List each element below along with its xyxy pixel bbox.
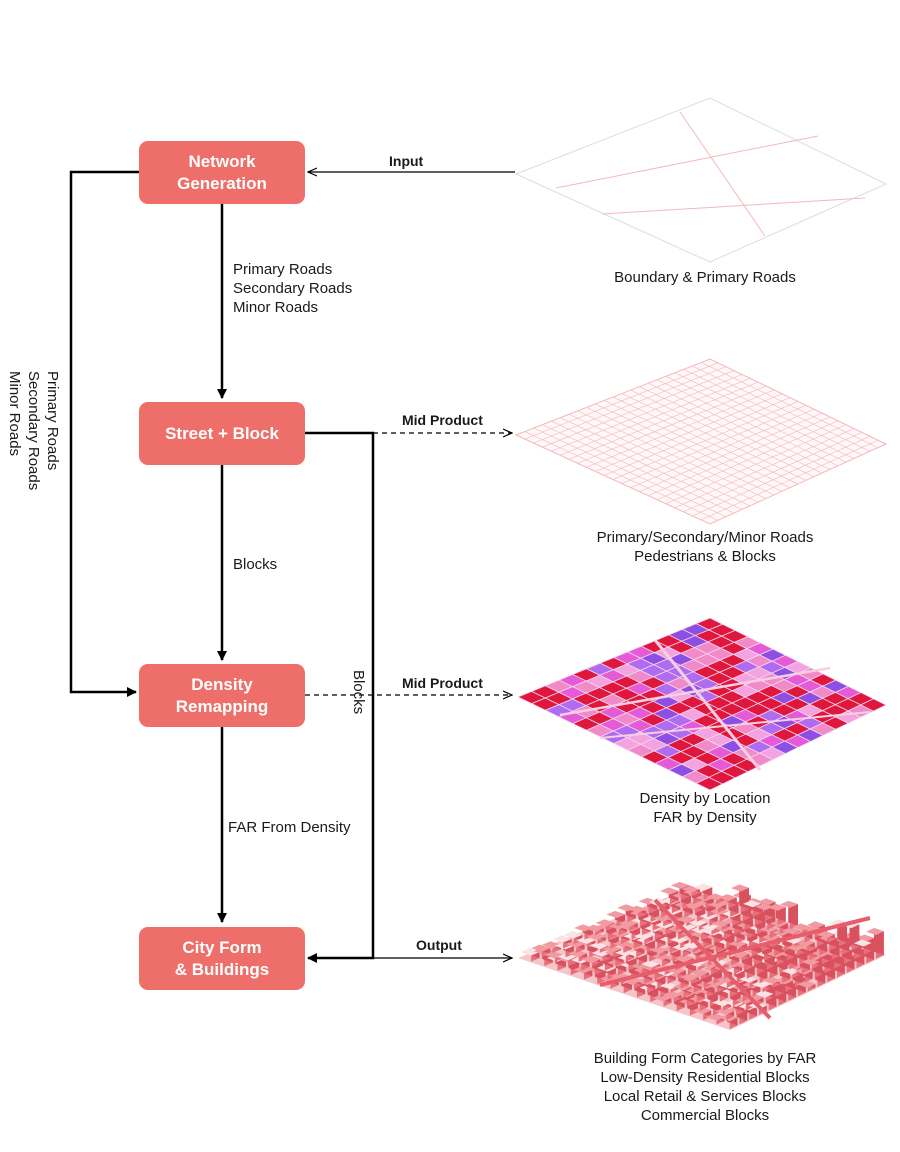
boundary-caption: Boundary & Primary Roads xyxy=(614,269,796,286)
arrow-network-to-density-bypass xyxy=(69,170,139,697)
mid-product-label-2: Mid Product xyxy=(402,675,483,691)
mid-product-label-1: Mid Product xyxy=(402,412,483,428)
far-label: FAR From Density xyxy=(228,819,351,836)
density-remapping-node: Density Remapping xyxy=(139,664,305,727)
roads-side-label: Primary Roads Secondary Roads Minor Road… xyxy=(6,371,61,491)
output-label: Output xyxy=(416,937,462,953)
boundary-roads-image xyxy=(514,97,888,263)
density-map-image xyxy=(517,617,887,791)
street-block-node: Street + Block xyxy=(139,402,305,465)
blocks-side-label: Blocks xyxy=(350,670,367,715)
network-generation-node: Network Generation xyxy=(139,141,305,204)
blocks-down-label: Blocks xyxy=(233,556,278,573)
building-caption: Building Form Categories by FAR Low-Dens… xyxy=(593,1050,817,1124)
roads-down-label: Primary Roads Secondary Roads Minor Road… xyxy=(233,261,353,316)
density-caption: Density by Location FAR by Density xyxy=(639,790,771,826)
roads-blocks-caption: Primary/Secondary/Minor Roads Pedestrian… xyxy=(596,529,814,565)
street-network-image xyxy=(514,358,888,525)
city-form-image xyxy=(518,882,886,1030)
input-label: Input xyxy=(389,153,424,169)
city-form-node: City Form & Buildings xyxy=(139,927,305,990)
